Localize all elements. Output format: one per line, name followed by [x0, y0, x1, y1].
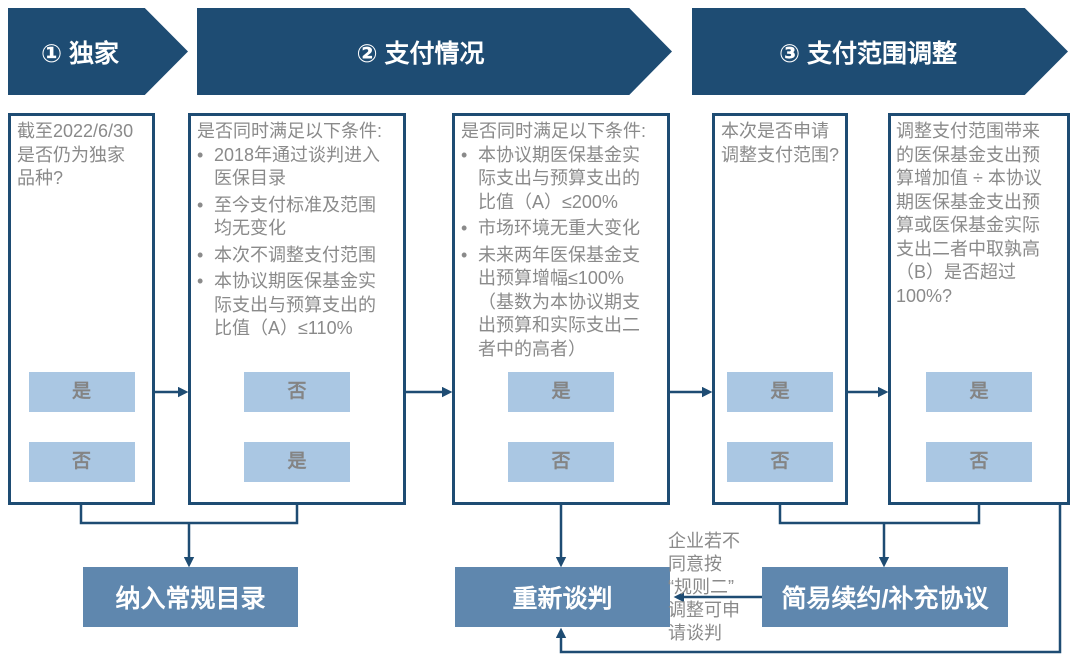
- box3-yes-chip: 是: [508, 372, 614, 412]
- decision-box-rule1-conditions: 是否同时满足以下条件: • 2018年通过谈判进入 医保目录 • 至今支付标准及范围…: [188, 113, 406, 505]
- bullet-marker: •: [461, 218, 468, 238]
- step-banner-payment-status-label: ② 支付情况: [356, 39, 485, 68]
- bullet-marker: •: [197, 244, 204, 265]
- box2-yes-chip: 是: [244, 442, 350, 482]
- box5-no-chip: 否: [926, 442, 1032, 482]
- box4-yes-chip: 是: [727, 372, 833, 412]
- decision-box-apply-scope-adjustment: 本次是否申请 调整支付范围? 是 否: [712, 113, 848, 505]
- step-banner-scope-adjustment: ③ 支付范围调整: [692, 8, 1068, 95]
- bullet-item: • 至今支付标准及范围 均无变化: [197, 194, 397, 241]
- step-banner-exclusive: ① 独家: [8, 8, 188, 95]
- decision-box-rule2-conditions: 是否同时满足以下条件: • 本协议期医保基金实 际支出与预算支出的 比值（A）≤2…: [452, 113, 670, 505]
- bullet-text: 本协议期医保基金实 际支出与预算支出的 比值（A）≤200%: [478, 144, 640, 212]
- bullet-marker: •: [461, 244, 468, 265]
- bullet-marker: •: [197, 144, 204, 165]
- bullet-item: • 本次不调整支付范围: [197, 244, 397, 268]
- bullet-item: • 市场环境无重大变化: [461, 217, 661, 241]
- outcome-regular-catalog: 纳入常规目录: [83, 567, 298, 627]
- bullet-item: • 未来两年医保基金支 出预算增幅≤100% （基数为本协议期支 出预算和实际支出…: [461, 244, 661, 362]
- bullet-list: • 本协议期医保基金实 际支出与预算支出的 比值（A）≤200% • 市场环境无重大…: [461, 144, 661, 362]
- bullet-text: 未来两年医保基金支 出预算增幅≤100% （基数为本协议期支 出预算和实际支出二…: [478, 244, 640, 359]
- bullet-marker: •: [197, 194, 204, 215]
- box2-no-chip: 否: [244, 372, 350, 412]
- annotation-note: 企业若不 同意按 “规则二” 调整可申 请谈判: [668, 531, 740, 643]
- outcome-renegotiation: 重新谈判: [455, 567, 670, 627]
- outcome-simple-renewal: 简易续约/补充协议: [762, 567, 1008, 627]
- bullet-text: 至今支付标准及范围 均无变化: [214, 194, 376, 239]
- bullet-item: • 2018年通过谈判进入 医保目录: [197, 144, 397, 191]
- bullet-item: • 本协议期医保基金实 际支出与预算支出的 比值（A）≤200%: [461, 144, 661, 215]
- bullet-marker: •: [461, 144, 468, 165]
- decision-question: 本次是否申请 调整支付范围?: [721, 121, 840, 165]
- bullet-text: 本次不调整支付范围: [214, 244, 376, 265]
- bullet-marker: •: [197, 271, 204, 291]
- bullet-item: • 本协议期医保基金实 际支出与预算支出的 比值（A）≤110%: [197, 270, 397, 341]
- box5-yes-chip: 是: [926, 372, 1032, 412]
- box3-no-chip: 否: [508, 442, 614, 482]
- box1-yes-chip: 是: [28, 372, 135, 412]
- decision-question: 截至2022/6/30 是否仍为独家 品种?: [17, 121, 134, 188]
- bullet-text: 2018年通过谈判进入 医保目录: [214, 144, 381, 189]
- step-banner-exclusive-label: ① 独家: [40, 39, 120, 68]
- decision-box-budget-increase-ratio: 调整支付范围带来 的医保基金支出预 算增加值 ÷ 本协议 期医保基金支出预 算或…: [888, 113, 1070, 505]
- step-banner-scope-adjustment-label: ③ 支付范围调整: [778, 39, 958, 68]
- step-banner-payment-status: ② 支付情况: [197, 8, 672, 95]
- bullet-text: 市场环境无重大变化: [478, 218, 640, 238]
- bullet-list: • 2018年通过谈判进入 医保目录 • 至今支付标准及范围 均无变化 • 本次不调整…: [197, 144, 397, 341]
- box4-no-chip: 否: [727, 442, 833, 482]
- decision-box-exclusive: 截至2022/6/30 是否仍为独家 品种? 是 否: [8, 113, 155, 505]
- bullet-text: 本协议期医保基金实 际支出与预算支出的 比值（A）≤110%: [214, 271, 376, 338]
- decision-question: 是否同时满足以下条件:: [461, 121, 646, 141]
- decision-question: 调整支付范围带来 的医保基金支出预 算增加值 ÷ 本协议 期医保基金支出预 算或…: [896, 121, 1042, 306]
- decision-question: 是否同时满足以下条件:: [197, 121, 382, 141]
- box1-no-chip: 否: [28, 442, 135, 482]
